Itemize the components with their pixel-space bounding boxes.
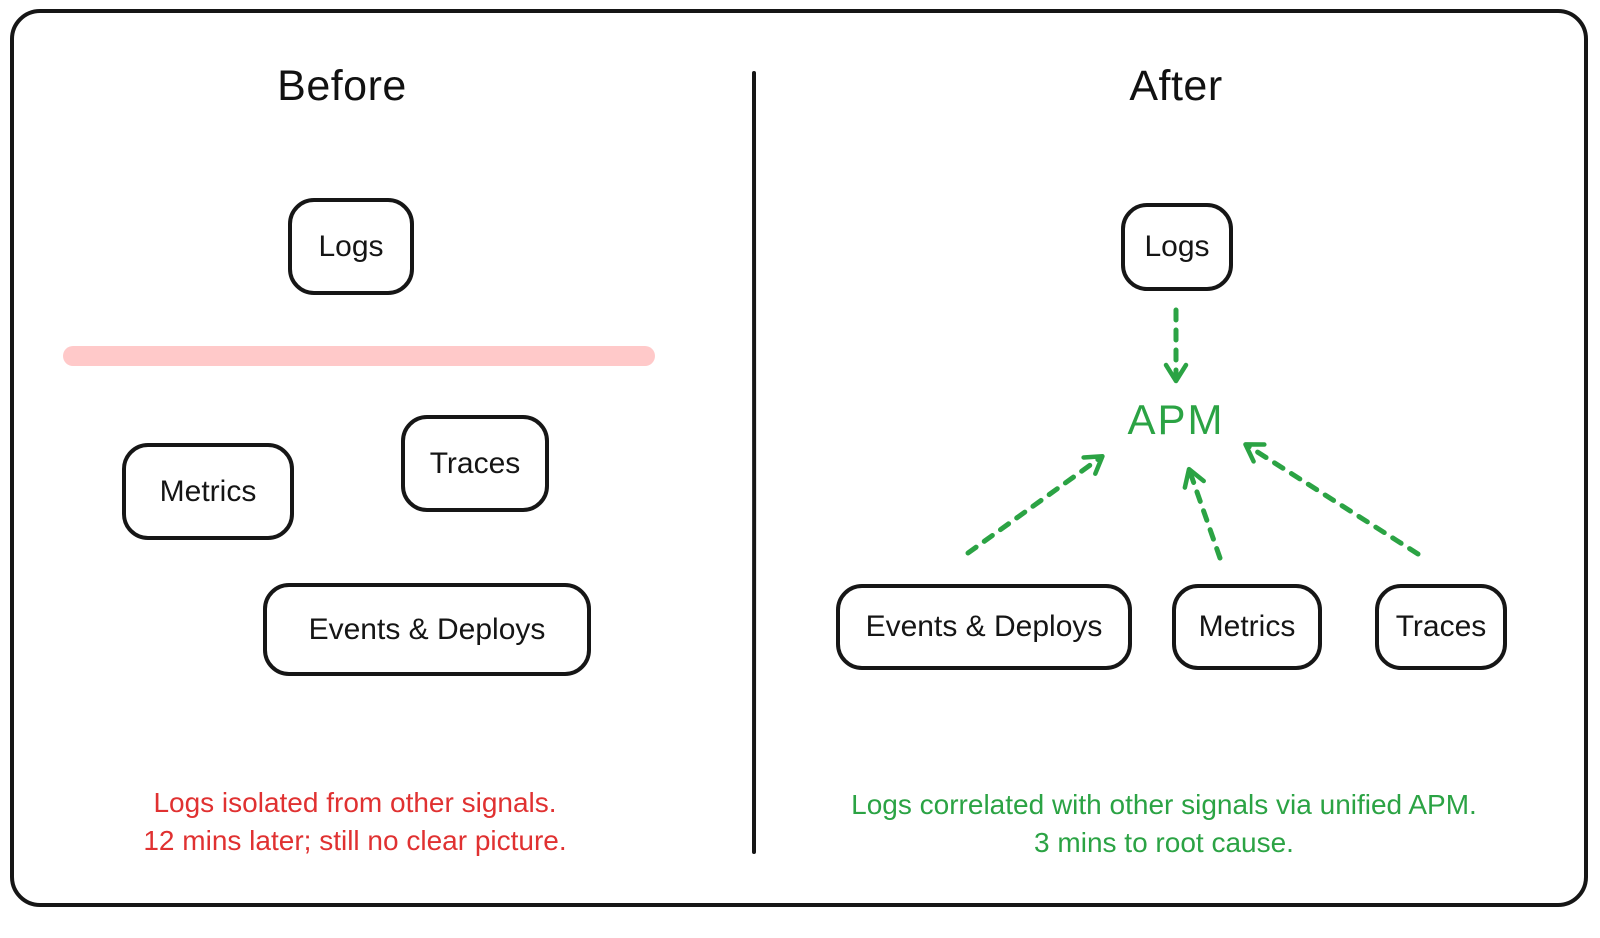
- before-logs-box: Logs: [288, 198, 414, 295]
- after-caption-line2: 3 mins to root cause.: [1034, 827, 1294, 858]
- before-traces-box: Traces: [401, 415, 549, 512]
- before-logs-label: Logs: [318, 229, 384, 263]
- before-caption-line2: 12 mins later; still no clear picture.: [143, 825, 567, 856]
- before-metrics-box: Metrics: [122, 443, 294, 540]
- before-caption: Logs isolated from other signals. 12 min…: [55, 784, 655, 860]
- after-traces-box: Traces: [1375, 584, 1507, 670]
- after-caption: Logs correlated with other signals via u…: [814, 786, 1514, 862]
- after-traces-label: Traces: [1395, 610, 1487, 643]
- after-logs-label: Logs: [1144, 230, 1210, 263]
- after-caption-line1: Logs correlated with other signals via u…: [851, 789, 1477, 820]
- before-events-deploys-label: Events & Deploys: [308, 612, 546, 646]
- after-events-deploys-label: Events & Deploys: [865, 610, 1103, 643]
- isolation-bar: [63, 346, 655, 366]
- before-events-deploys-box: Events & Deploys: [263, 583, 591, 676]
- outer-frame: [10, 9, 1588, 907]
- after-logs-box: Logs: [1121, 203, 1233, 291]
- before-caption-line1: Logs isolated from other signals.: [153, 787, 557, 818]
- before-title: Before: [277, 62, 407, 110]
- after-title: After: [1129, 62, 1223, 110]
- after-events-deploys-box: Events & Deploys: [836, 584, 1132, 670]
- before-metrics-label: Metrics: [159, 474, 257, 508]
- before-traces-label: Traces: [429, 446, 521, 480]
- after-metrics-label: Metrics: [1198, 610, 1296, 643]
- apm-label: APM: [1127, 396, 1225, 443]
- after-metrics-box: Metrics: [1172, 584, 1322, 670]
